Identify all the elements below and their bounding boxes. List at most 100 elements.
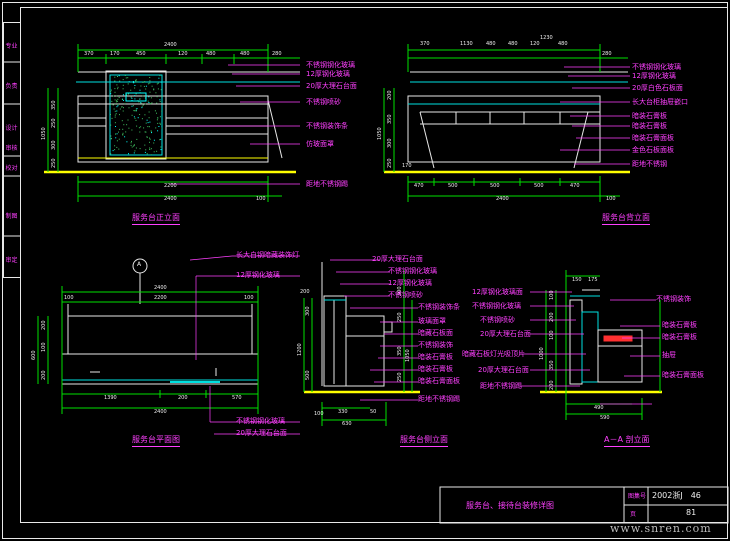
titleblock-page-value: 81 <box>686 508 697 517</box>
plan-dim-bottom: 570 <box>232 395 242 401</box>
section-dim-bottom: 490 <box>594 405 604 411</box>
plan-dim-vertical: 200 <box>41 370 47 380</box>
plan-note: 不锈钢钢化玻璃 <box>236 417 285 425</box>
back-dim-vertical: 300 <box>387 138 393 148</box>
side-dim: 200 <box>300 289 310 295</box>
side-dim-bottom: 630 <box>342 421 352 427</box>
section-note-left: 不锈钢喷砂 <box>480 316 515 324</box>
section-note-left: 不锈钢钢化玻璃 <box>472 302 521 310</box>
section-note-right: 暗装石膏板 <box>662 321 697 329</box>
watermark: www.snren.com <box>610 522 712 535</box>
granite-panel-pattern <box>110 75 162 155</box>
plan-dim: 2200 <box>154 295 167 301</box>
front-dim: 480 <box>240 51 250 57</box>
front-dim: 120 <box>178 51 188 57</box>
back-dim-bottom: 470 <box>570 183 580 189</box>
titleblock-label-no: 图集号 <box>628 493 647 500</box>
plan-dim-bottom: 2400 <box>154 409 167 415</box>
plan-title: 服务台平面图 <box>132 434 180 447</box>
back-dim: 480 <box>486 41 496 47</box>
front-dim-bottom: 2200 <box>164 183 177 189</box>
back-dim: 480 <box>508 41 518 47</box>
side-dim-vertical: 300 <box>305 306 311 316</box>
front-dim: 280 <box>272 51 282 57</box>
front-note: 仿玻面罩 <box>306 140 334 148</box>
side-note: 20厚大理石台面 <box>372 255 423 263</box>
sidebar-cell: 审核 <box>5 145 18 152</box>
plan-dim-bottom: 1390 <box>104 395 117 401</box>
section-dim-vertical: 350 <box>549 360 555 370</box>
front-note: 距地不锈钢踢 <box>306 180 348 188</box>
section-note-left: 12厚钢化玻璃面 <box>472 288 523 296</box>
plan-view <box>37 255 300 435</box>
side-note: 不锈钢装饰条 <box>418 303 460 311</box>
back-note: 暗装石膏板 <box>632 122 667 130</box>
side-elevation-title: 服务台侧立面 <box>400 434 448 447</box>
section-note-left: 暗藏石板灯光吸顶片 <box>462 350 525 358</box>
back-dim: 370 <box>420 41 430 47</box>
section-dim: 175 <box>588 277 598 283</box>
sidebar-cell: 制图 <box>5 213 18 220</box>
back-dim: 120 <box>530 41 540 47</box>
section-dim-vertical: 200 <box>549 380 555 390</box>
front-dim-bottom: 2400 <box>164 196 177 202</box>
plan-dim: 100 <box>64 295 74 301</box>
front-dim: 170 <box>110 51 120 57</box>
front-dim-bottom: 100 <box>256 196 266 202</box>
section-note-left: 20厚大理石台面 <box>478 366 529 374</box>
side-elevation <box>303 259 420 426</box>
side-dim-vertical: 1200 <box>297 343 303 356</box>
back-dim-vertical: 250 <box>387 158 393 168</box>
sidebar-cell: 设计 <box>5 125 18 132</box>
front-dim: 450 <box>136 51 146 57</box>
back-note: 暗装石膏板 <box>632 112 667 120</box>
side-dim-vertical: 1050 <box>405 349 411 362</box>
sidebar-cell: 负责 <box>5 83 18 90</box>
side-note: 不锈钢喷砂 <box>388 291 423 299</box>
front-dim-vertical: 300 <box>51 140 57 150</box>
side-note: 12厚钢化玻璃 <box>388 279 432 287</box>
section-dim: 150 <box>572 277 582 283</box>
back-dim: 1130 <box>460 41 473 47</box>
front-dim-total: 2400 <box>164 42 177 48</box>
side-note: 距地不锈钢踢 <box>418 395 460 403</box>
front-dim-vertical: 1050 <box>41 127 47 140</box>
side-dim-bottom: 100 <box>314 411 324 417</box>
back-dim-bottom: 500 <box>448 183 458 189</box>
side-dim-vertical: 250 <box>397 372 403 382</box>
front-dim: 480 <box>206 51 216 57</box>
front-dim-vertical: 250 <box>51 158 57 168</box>
back-dim-bottom: 500 <box>490 183 500 189</box>
side-dim-vertical: 350 <box>397 346 403 356</box>
back-dim: 480 <box>558 41 568 47</box>
titleblock-label-page: 页 <box>630 511 637 518</box>
plan-note: 长大白钢暗藏装饰灯 <box>236 251 299 259</box>
front-note: 20厚大理石台面 <box>306 82 357 90</box>
back-dim: 1230 <box>540 35 553 41</box>
side-dim-vertical: 500 <box>305 370 311 380</box>
section-note-right: 不锈钢装饰 <box>656 295 691 303</box>
side-dim-bottom: 50 <box>370 409 377 415</box>
section-dim-vertical: 100 <box>549 330 555 340</box>
plan-note: 12厚钢化玻璃 <box>236 271 280 279</box>
back-elevation <box>383 44 630 202</box>
back-dim-vertical: 200 <box>387 90 393 100</box>
section-note-left: 20厚大理石台面 <box>480 330 531 338</box>
back-elevation-title: 服务台背立面 <box>602 212 650 225</box>
drawing-title: 服务台、接待台装修详图 <box>466 501 554 510</box>
section-note-right: 抽屉 <box>662 351 676 359</box>
side-note: 玻璃面罩 <box>418 317 446 325</box>
side-note: 暗装石膏面板 <box>418 377 460 385</box>
front-dim: 370 <box>84 51 94 57</box>
side-note: 暗装石膏板 <box>418 353 453 361</box>
section-note-right: 暗装石膏板 <box>662 333 697 341</box>
back-note: 金色石板面板 <box>632 146 674 154</box>
side-note: 暗藏石板面 <box>418 329 453 337</box>
section-view-title: A－A 剖立面 <box>604 434 650 447</box>
side-dim-vertical: 250 <box>397 312 403 322</box>
back-note: 12厚钢化玻璃 <box>632 72 676 80</box>
back-note: 距地不锈钢 <box>632 160 667 168</box>
side-dim-bottom: 330 <box>338 409 348 415</box>
